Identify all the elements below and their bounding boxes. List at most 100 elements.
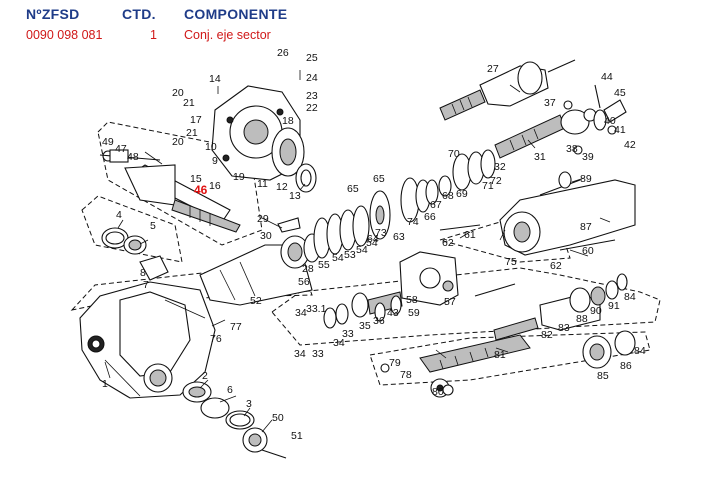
callout-78: 78 <box>400 369 412 381</box>
callout-62: 62 <box>442 237 454 249</box>
callout-87: 87 <box>580 221 592 233</box>
callout-26: 26 <box>277 47 289 59</box>
callout-2: 2 <box>202 370 208 382</box>
callout-14: 14 <box>209 73 221 85</box>
callout-36: 36 <box>373 315 385 327</box>
callout-16: 16 <box>209 180 221 192</box>
callout-61: 61 <box>464 229 476 241</box>
callout-6: 6 <box>227 384 233 396</box>
callout-64: 64 <box>367 233 379 245</box>
callout-56: 56 <box>298 276 310 288</box>
row-component[interactable]: Conj. eje sector <box>184 28 271 42</box>
callout-66: 66 <box>424 211 436 223</box>
callout-71: 71 <box>482 180 494 192</box>
callout-53: 53 <box>344 249 356 261</box>
callout-5: 5 <box>150 220 156 232</box>
callout-81: 81 <box>494 349 506 361</box>
callout-40: 40 <box>604 115 616 127</box>
callout-21: 21 <box>183 97 195 109</box>
callout-89: 89 <box>580 173 592 185</box>
header-part-number: NºZFSD <box>26 6 80 22</box>
callout-47: 47 <box>115 143 127 155</box>
callout-68: 68 <box>442 190 454 202</box>
callout-15: 15 <box>190 173 202 185</box>
callout-80: 80 <box>432 386 444 398</box>
rack-assembly <box>380 330 636 398</box>
valve-body <box>399 224 516 306</box>
callout-72: 72 <box>490 175 502 187</box>
piston-rod-assembly <box>323 273 628 341</box>
callout-23: 23 <box>306 90 318 102</box>
callout-60: 60 <box>582 245 594 257</box>
callout-leader-lines <box>104 70 611 433</box>
callout-21b: 21 <box>186 127 198 139</box>
row-part-number[interactable]: 0090 098 081 <box>26 28 103 42</box>
callout-30: 30 <box>260 230 272 242</box>
callout-33: 33 <box>312 348 324 360</box>
callout-70: 70 <box>448 148 460 160</box>
callout-32: 32 <box>494 161 506 173</box>
callout-50: 50 <box>272 412 284 424</box>
callout-45: 45 <box>614 87 626 99</box>
callout-88: 88 <box>576 313 588 325</box>
callout-51: 51 <box>291 430 303 442</box>
callout-29: 29 <box>257 213 269 225</box>
callout-44: 44 <box>601 71 613 83</box>
callout-3: 3 <box>246 398 252 410</box>
callout-19: 19 <box>233 171 245 183</box>
callout-46-highlighted: 46 <box>194 183 208 197</box>
callout-33b: 33 <box>342 328 354 340</box>
callout-79: 79 <box>389 357 401 369</box>
callout-48: 48 <box>127 151 139 163</box>
side-cover-assembly <box>211 85 317 193</box>
callout-73: 73 <box>375 227 387 239</box>
callout-7: 7 <box>143 279 149 291</box>
callout-34b: 34 <box>294 348 306 360</box>
piston-rings-group <box>313 149 496 259</box>
callout-52: 52 <box>250 295 262 307</box>
callout-39: 39 <box>582 151 594 163</box>
callout-67: 67 <box>430 199 442 211</box>
worm-screw-assembly <box>439 59 627 159</box>
callout-4: 4 <box>116 209 122 221</box>
callout-76: 76 <box>210 333 222 345</box>
callout-8: 8 <box>140 267 146 279</box>
callout-11: 11 <box>257 178 268 190</box>
callout-55: 55 <box>318 259 330 271</box>
callout-58: 58 <box>406 294 418 306</box>
callout-65b: 65 <box>373 173 385 185</box>
callout-34c: 34 <box>333 337 345 349</box>
callout-74: 74 <box>407 216 419 228</box>
callout-84b: 84 <box>634 345 646 357</box>
callout-18: 18 <box>282 115 294 127</box>
callout-37: 37 <box>544 97 556 109</box>
header-component: COMPONENTE <box>184 6 288 22</box>
callout-22: 22 <box>306 102 318 114</box>
left-rings <box>101 227 287 459</box>
callout-28: 28 <box>302 263 314 275</box>
callout-85: 85 <box>597 370 609 382</box>
callout-25: 25 <box>306 52 318 64</box>
row-quantity: 1 <box>150 28 157 42</box>
callout-57: 57 <box>444 296 456 308</box>
callout-82: 82 <box>541 329 553 341</box>
callout-41: 41 <box>614 124 626 136</box>
callout-35: 35 <box>359 320 371 332</box>
sector-shaft-assembly <box>99 149 241 233</box>
callout-20: 20 <box>172 87 184 99</box>
callout-numbers: 1 2 3 4 5 6 7 8 9 10 11 12 13 14 15 16 1… <box>102 47 646 442</box>
callout-59: 59 <box>408 307 420 319</box>
callout-54: 54 <box>332 252 344 264</box>
callout-77: 77 <box>230 321 242 333</box>
callout-42: 42 <box>624 139 636 151</box>
header-quantity: CTD. <box>122 6 156 22</box>
callout-90: 90 <box>590 305 602 317</box>
callout-1: 1 <box>102 378 108 390</box>
callout-24: 24 <box>306 72 318 84</box>
callout-31: 31 <box>534 151 546 163</box>
callout-49: 49 <box>102 136 114 148</box>
callout-54b: 54 <box>356 244 368 256</box>
callout-10: 10 <box>205 141 217 153</box>
callout-27: 27 <box>487 63 499 75</box>
